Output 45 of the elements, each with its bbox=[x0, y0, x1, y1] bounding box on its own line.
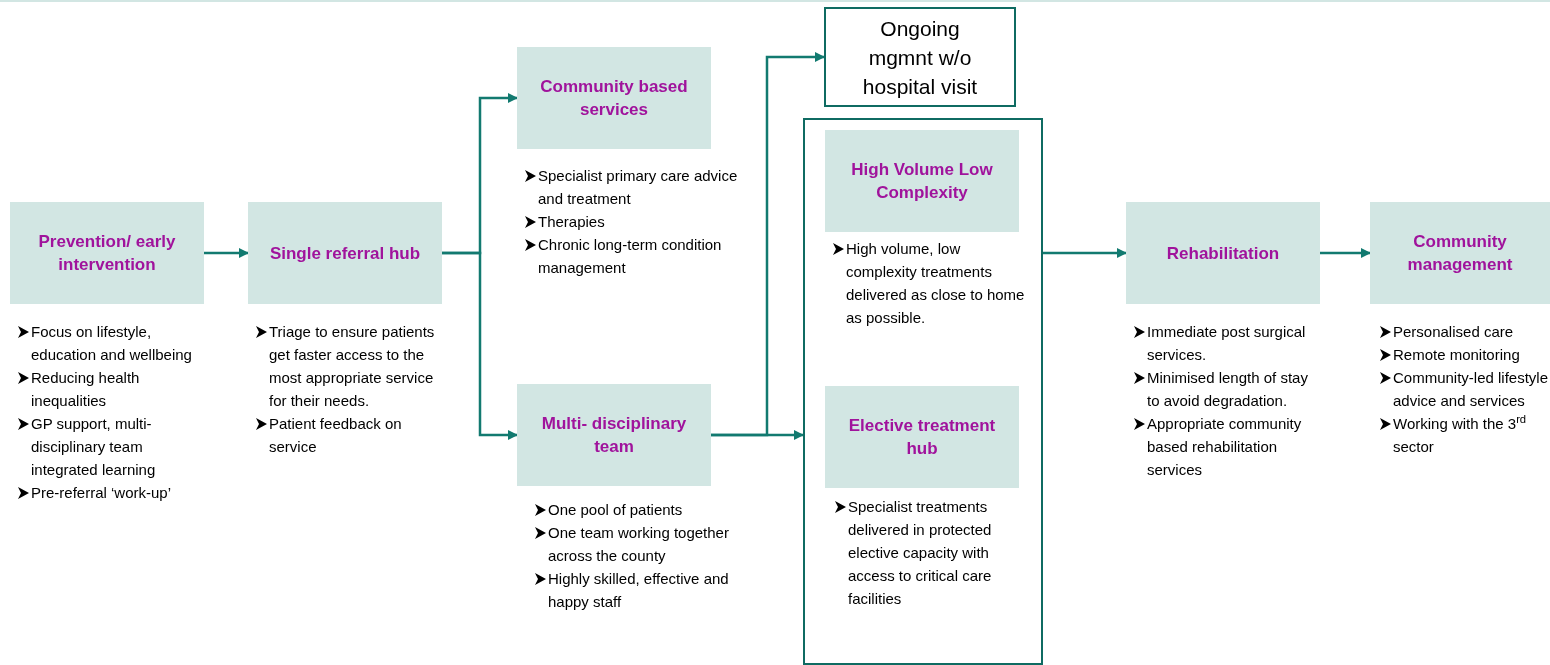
connector-arrow bbox=[711, 430, 804, 440]
bullet-text: GP support, multi-disciplinary team integrated learning bbox=[31, 414, 157, 480]
bullet-text: Working with the 3$^{rd}$ sector bbox=[1393, 412, 1528, 457]
bullet-text: Focus on lifestyle, education and wellbeing bbox=[31, 322, 193, 365]
node-label: Community based services bbox=[539, 76, 689, 121]
group-frame bbox=[803, 118, 1043, 665]
bullet-text: Immediate post surgical services. bbox=[1147, 322, 1307, 365]
node-label: Prevention/ early intervention bbox=[37, 231, 177, 276]
bullet-text: High volume, low complexity treatments delivered as close to home as possible. bbox=[846, 239, 1026, 328]
node-label: Community management bbox=[1406, 231, 1514, 276]
bullet-text: Therapies bbox=[538, 212, 605, 232]
bullet-text: Specialist treatments delivered in protected elective capacity with access to critical care facilities bbox=[848, 497, 993, 609]
process-box bbox=[517, 384, 711, 486]
outcome-box bbox=[824, 7, 1016, 107]
node-label: Single referral hub bbox=[269, 242, 421, 265]
node-label: Multi- disciplinary team bbox=[540, 413, 688, 458]
process-box bbox=[1126, 202, 1320, 304]
bullet-text: Reducing health inequalities bbox=[31, 368, 141, 411]
node-label: Elective treatment hub bbox=[847, 415, 997, 460]
node-label: Rehabilitation bbox=[1166, 242, 1280, 265]
bullet-text: Remote monitoring bbox=[1393, 345, 1520, 365]
bullet-text: Chronic long-term condition management bbox=[538, 235, 723, 278]
bullet-text: One pool of patients bbox=[548, 500, 683, 520]
bullet-text: One team working together across the county bbox=[548, 523, 730, 566]
bullet-text: Minimised length of stay to avoid degradation. bbox=[1147, 368, 1309, 411]
bullet-text: Triage to ensure patients get faster access to the most appropriate service for their needs. bbox=[269, 322, 436, 411]
connector-arrow bbox=[1043, 248, 1127, 258]
bullet-text: Community-led lifestyle advice and services bbox=[1393, 368, 1550, 411]
connector-arrow bbox=[442, 251, 518, 440]
process-box bbox=[517, 47, 711, 149]
bullet-text: Appropriate community based rehabilitation services bbox=[1147, 414, 1303, 480]
bullet-text: Pre-referral ‘work-up’ bbox=[31, 483, 172, 503]
node-label: Ongoing mgmnt w/o hospital visit bbox=[861, 15, 979, 100]
process-box bbox=[825, 130, 1019, 232]
bullet-text: Patient feedback on service bbox=[269, 414, 403, 457]
process-box bbox=[248, 202, 442, 304]
bullet-text: Personalised care bbox=[1393, 322, 1514, 342]
process-box bbox=[825, 386, 1019, 488]
process-box bbox=[1370, 202, 1550, 304]
node-label: High Volume Low Complexity bbox=[850, 159, 994, 204]
bullet-text: Highly skilled, effective and happy staff bbox=[548, 569, 730, 612]
process-box bbox=[10, 202, 204, 304]
connector-arrow bbox=[1320, 248, 1371, 258]
bullet-text: Specialist primary care advice and treatment bbox=[538, 166, 739, 209]
connector-arrow bbox=[204, 248, 249, 258]
